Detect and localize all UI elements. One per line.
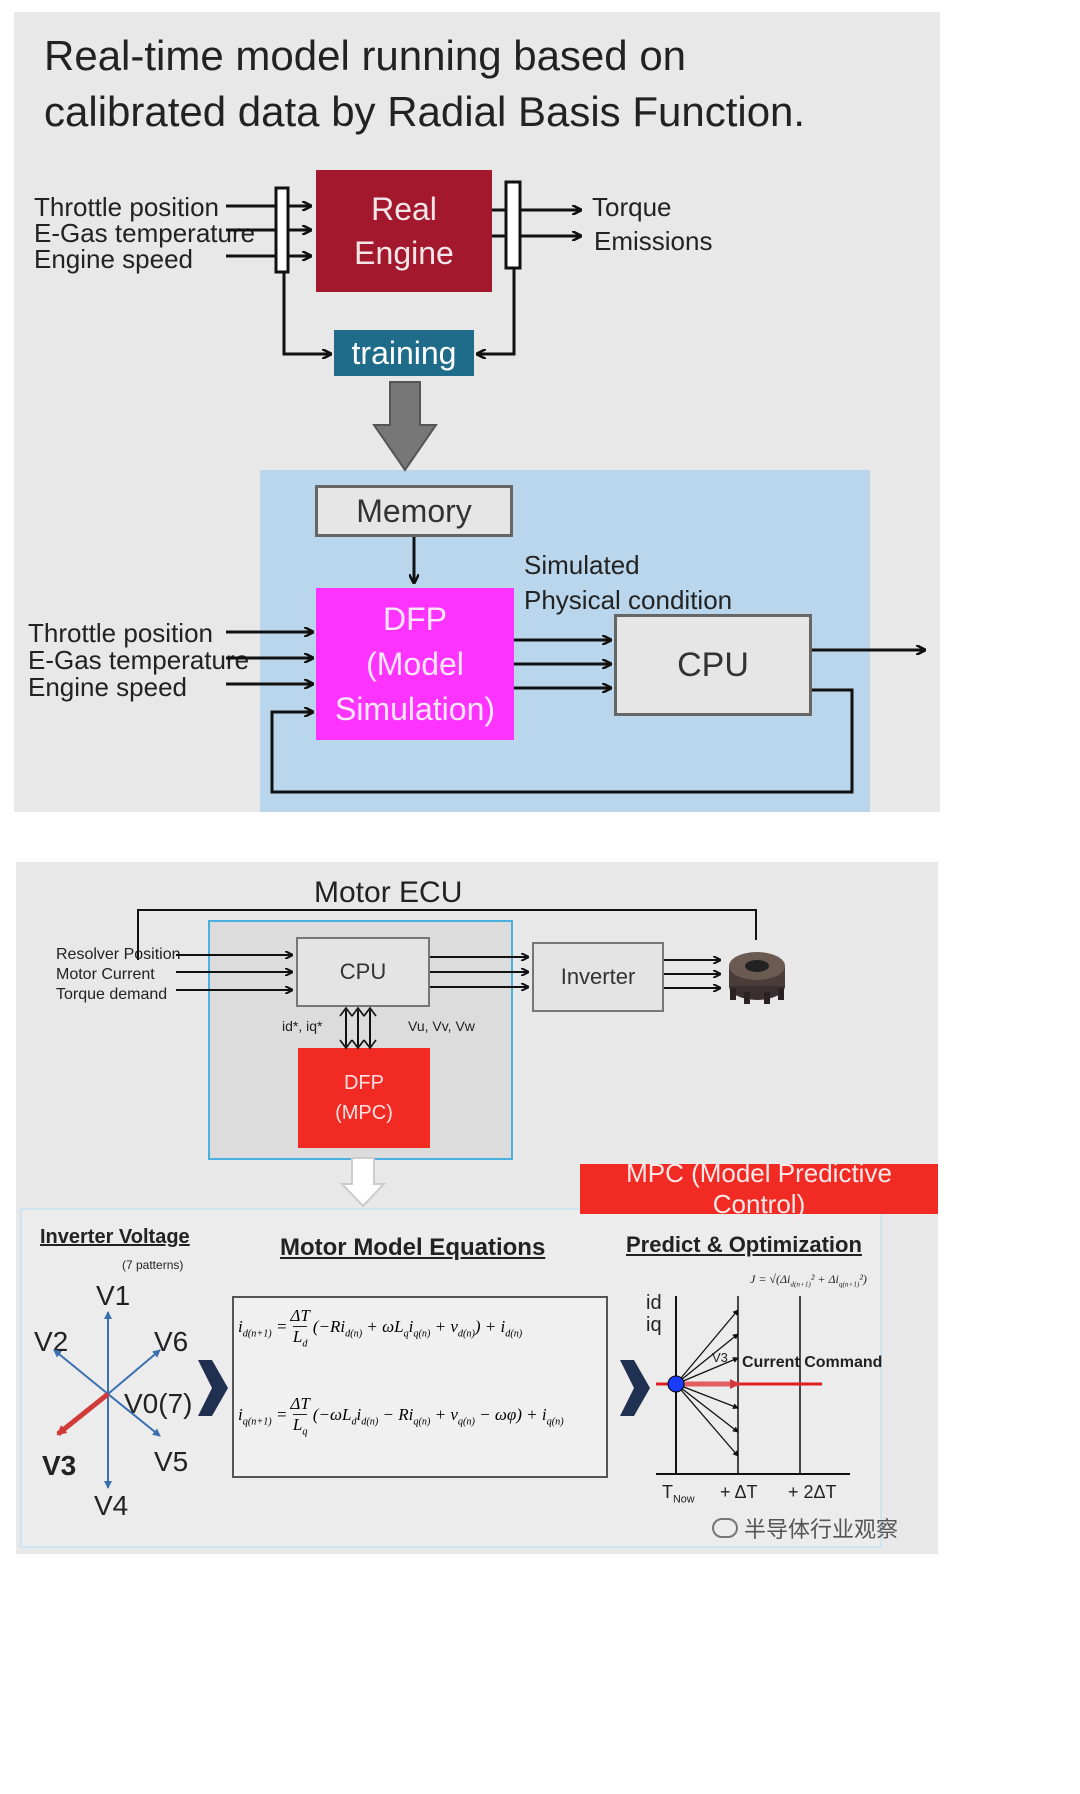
page-title: Real-time model running based on calibra… (44, 32, 806, 135)
predict-optimization-title: Predict & Optimization (626, 1232, 862, 1257)
vector-v5: V5 (154, 1446, 189, 1477)
v3-small-label: V3 (712, 1350, 728, 1365)
training-block: training (334, 330, 474, 376)
output-torque: Torque (592, 192, 672, 222)
mpc-banner: MPC (Model Predictive Control) (580, 1158, 938, 1219)
motor-image (726, 948, 788, 1004)
top-diagram-connectors (226, 180, 1080, 794)
vector-v6: V6 (154, 1326, 189, 1357)
dfp-model-simulation-block: DFP (Model Simulation) (316, 588, 514, 740)
inverter-voltage-title: Inverter Voltage (40, 1226, 190, 1248)
current-command-label: Current Command (742, 1354, 883, 1371)
inverter-block: Inverter (532, 942, 664, 1012)
vector-v2: V2 (34, 1326, 69, 1357)
input-torque-demand: Torque demand (56, 986, 168, 1003)
id-iq-label: id*, iq* (282, 1018, 323, 1034)
motor-model-equations-title: Motor Model Equations (280, 1234, 546, 1261)
input-resolver-position: Resolver Position (56, 946, 181, 963)
simulated-condition-label: Simulated Physical condition (524, 550, 733, 615)
t-now-label: TNow (662, 1482, 695, 1506)
cost-function: J = √(Δid(n+1)² + Δiq(n+1)²) (750, 1272, 867, 1289)
vu-vv-vw-label: Vu, Vv, Vw (408, 1018, 475, 1034)
cpu-block-bottom: CPU (296, 937, 430, 1007)
axis-id-label: id (646, 1292, 662, 1314)
real-engine-block: Real Engine (316, 170, 492, 292)
wechat-icon (712, 1518, 738, 1538)
output-emissions: Emissions (594, 226, 713, 256)
sim-input-egas-temperature: E-Gas temperature (28, 645, 250, 675)
vector-v0-7: V0(7) (124, 1388, 193, 1419)
vector-v3: V3 (42, 1450, 77, 1481)
training-down-arrow (372, 381, 438, 472)
delta-2t-label: + 2ΔT (788, 1482, 837, 1502)
input-throttle-position: Throttle position (34, 192, 219, 222)
sim-input-engine-speed: Engine speed (28, 672, 188, 702)
axis-iq-label: iq (646, 1314, 662, 1336)
input-egas-temperature: E-Gas temperature (34, 218, 256, 248)
sim-input-throttle-position: Throttle position (28, 618, 213, 648)
patterns-note: (7 patterns) (122, 1258, 184, 1272)
watermark-text: 半导体行业观察 (744, 1517, 899, 1542)
dfp-mpc-block: DFP (MPC) (298, 1048, 430, 1148)
t-now-subscript: Now (673, 1493, 695, 1506)
vector-v1: V1 (96, 1280, 131, 1311)
cpu-block-top: CPU (614, 614, 812, 716)
motor-ecu-title: Motor ECU (314, 876, 463, 909)
input-engine-speed: Engine speed (34, 244, 194, 274)
memory-block: Memory (315, 485, 513, 537)
input-motor-current: Motor Current (56, 966, 155, 983)
delta-t-label: + ΔT (720, 1482, 758, 1502)
watermark: 半导体行业观察 (712, 1512, 898, 1544)
vector-v4: V4 (94, 1490, 129, 1521)
t-now-letter: T (662, 1482, 673, 1502)
